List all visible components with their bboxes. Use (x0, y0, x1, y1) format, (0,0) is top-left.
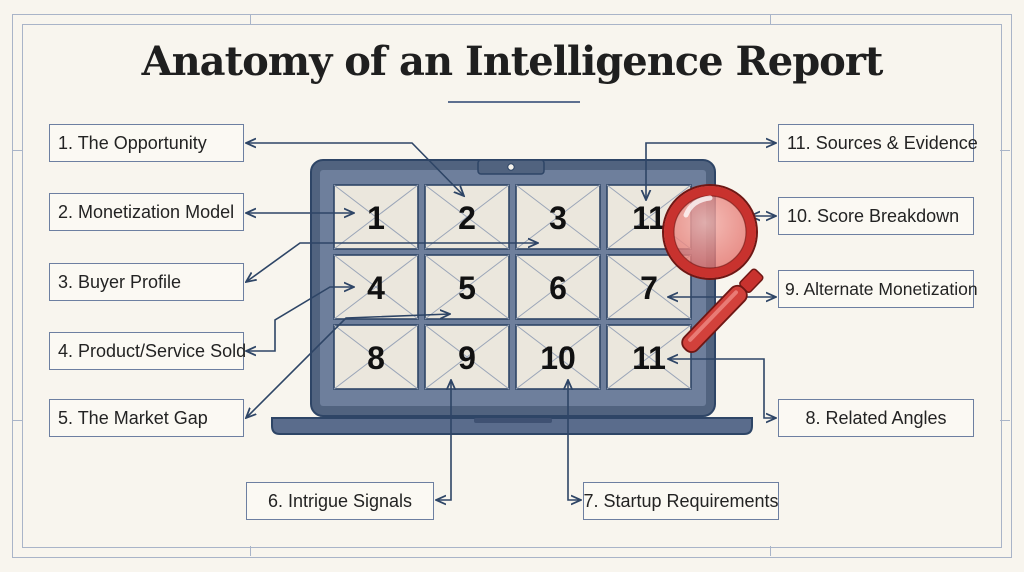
connector-intrigue (436, 380, 451, 500)
tile-number: 8 (367, 340, 385, 376)
label-sources-evidence: 11. Sources & Evidence (778, 124, 978, 162)
tile-number: 11 (632, 200, 666, 236)
frame-tick (12, 150, 22, 151)
frame-tick (250, 546, 251, 556)
screen-tile: 10 (515, 324, 601, 390)
label-related-angles: 8. Related Angles (778, 399, 974, 437)
screen-tile: 1 (333, 184, 419, 250)
screen-tile: 6 (515, 254, 601, 320)
tile-number: 11 (632, 340, 666, 376)
label-buyer-profile: 3. Buyer Profile (49, 263, 244, 301)
connector-sources (646, 143, 776, 200)
frame-tick (12, 420, 22, 421)
connector-startup (568, 380, 581, 500)
tile-number: 9 (458, 340, 476, 376)
label-the-opportunity: 1. The Opportunity (49, 124, 244, 162)
label-the-market-gap: 5. The Market Gap (49, 399, 244, 437)
screen-tile: 8 (333, 324, 419, 390)
magnifying-glass-icon (662, 184, 764, 353)
label-intrigue-signals: 6. Intrigue Signals (246, 482, 434, 520)
frame-tick (250, 14, 251, 24)
screen-tile: 9 (424, 324, 510, 390)
connector-related (668, 359, 776, 418)
frame-tick (770, 14, 771, 24)
screen-tile: 2 (424, 184, 510, 250)
screen-tile: 11 (606, 324, 692, 390)
outer-frame (12, 14, 1012, 558)
connector-lines (246, 143, 776, 500)
label-product-service-sold: 4. Product/Service Sold (49, 332, 246, 370)
screen-tile: 3 (515, 184, 601, 250)
label-score-breakdown: 10. Score Breakdown (778, 197, 974, 235)
tile-number: 10 (540, 340, 576, 376)
connector-buyer (246, 243, 538, 282)
inner-frame (22, 24, 1002, 548)
frame-tick (770, 546, 771, 556)
tile-number: 4 (367, 270, 385, 306)
connector-market-gap (246, 314, 450, 418)
label-startup-requirements: 7. Startup Requirements (583, 482, 779, 520)
frame-tick (1000, 420, 1010, 421)
screen-tile: 5 (424, 254, 510, 320)
tile-number: 2 (458, 200, 476, 236)
page-title: Anatomy of an Intelligence Report (141, 38, 884, 85)
tile-number: 6 (549, 270, 567, 306)
label-alternate-monetization: 9. Alternate Monetization (778, 270, 978, 308)
tile-number: 7 (640, 270, 658, 306)
frame-tick (1000, 150, 1010, 151)
tile-number: 5 (458, 270, 476, 306)
title-underline (448, 101, 580, 103)
tile-number: 1 (367, 200, 385, 236)
tile-number: 3 (549, 200, 567, 236)
connector-opportunity (246, 143, 464, 196)
label-monetization-model: 2. Monetization Model (49, 193, 244, 231)
